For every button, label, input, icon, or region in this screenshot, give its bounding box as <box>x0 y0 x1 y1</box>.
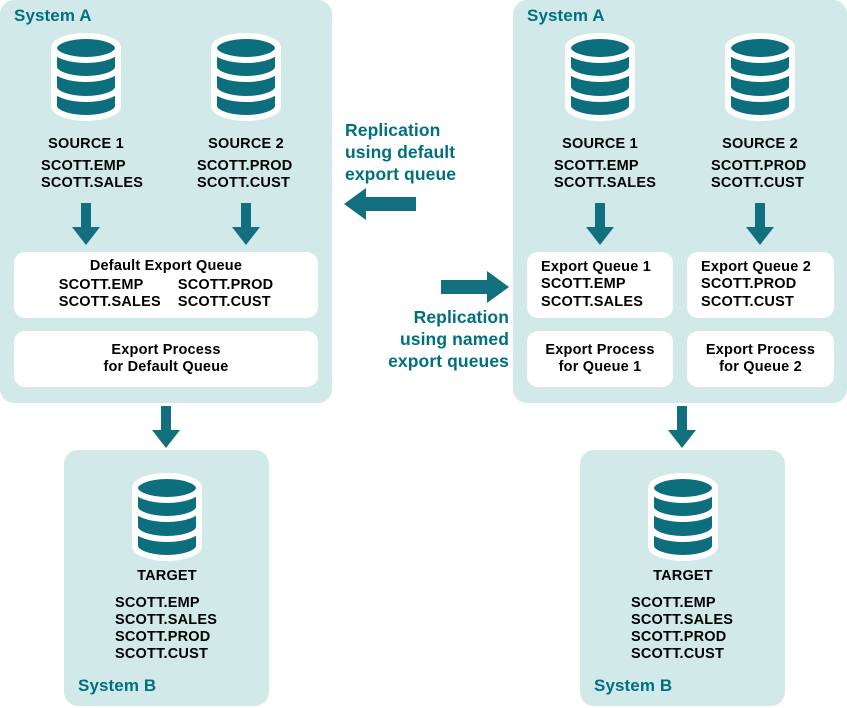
arrow-down-icon <box>152 406 180 448</box>
panel-left-system-a-label: System A <box>14 6 92 25</box>
source-1-tables: SCOTT.EMP SCOTT.SALES <box>41 158 144 191</box>
source-2-title: SOURCE 2 <box>208 136 284 152</box>
export-process-1-title: Export Process for Queue 1 <box>545 341 655 376</box>
export-process-2-title: Export Process for Queue 2 <box>705 341 816 376</box>
source-1-tables: SCOTT.EMP SCOTT.SALES <box>554 158 657 191</box>
export-queue-1-title: Export Queue 1 <box>541 258 651 275</box>
default-export-queue-box: Default Export Queue SCOTT.EMP SCOTT.SAL… <box>14 252 318 318</box>
export-queue-2-tables: SCOTT.PROD SCOTT.CUST <box>701 276 797 310</box>
target-title: TARGET <box>653 568 713 584</box>
arrow-down-icon <box>586 203 614 245</box>
target-tables: SCOTT.EMP SCOTT.SALES SCOTT.PROD SCOTT.C… <box>631 595 734 662</box>
database-cylinder-icon <box>723 31 797 123</box>
database-cylinder-icon <box>563 31 637 123</box>
database-cylinder-icon <box>130 471 204 563</box>
arrow-down-icon <box>668 406 696 448</box>
source-1-title: SOURCE 1 <box>562 136 638 152</box>
export-queue-2-box: Export Queue 2 SCOTT.PROD SCOTT.CUST <box>687 252 834 318</box>
default-export-queue-column-2: SCOTT.PROD SCOTT.CUST <box>177 276 274 311</box>
export-queue-2-title: Export Queue 2 <box>701 258 811 275</box>
arrow-down-icon <box>72 203 100 245</box>
arrow-down-icon <box>746 203 774 245</box>
arrow-down-icon <box>232 203 260 245</box>
export-queue-1-box: Export Queue 1 SCOTT.EMP SCOTT.SALES <box>527 252 673 318</box>
default-export-queue-column-1: SCOTT.EMP SCOTT.SALES <box>58 276 161 311</box>
database-cylinder-icon <box>646 471 720 563</box>
source-2-tables: SCOTT.PROD SCOTT.CUST <box>711 158 807 191</box>
panel-right-system-b-label: System B <box>594 676 673 695</box>
panel-right-system-a-label: System A <box>527 6 605 25</box>
target-title: TARGET <box>137 568 197 584</box>
caption-replication-named-queues: Replication using named export queues <box>388 307 509 371</box>
export-queue-1-tables: SCOTT.EMP SCOTT.SALES <box>541 276 644 310</box>
target-tables: SCOTT.EMP SCOTT.SALES SCOTT.PROD SCOTT.C… <box>115 595 218 662</box>
source-2-tables: SCOTT.PROD SCOTT.CUST <box>197 158 293 191</box>
caption-replication-default-queue: Replication using default export queue <box>345 120 457 184</box>
panel-left-system-b-label: System B <box>78 676 157 695</box>
arrow-right-icon <box>441 271 509 303</box>
default-export-queue-title: Default Export Queue <box>89 258 243 275</box>
arrow-left-icon <box>344 188 416 220</box>
source-1-title: SOURCE 1 <box>48 136 124 152</box>
database-cylinder-icon <box>49 31 123 123</box>
default-export-process-title: Export Process for Default Queue <box>103 341 229 376</box>
database-cylinder-icon <box>209 31 283 123</box>
default-export-queue-columns: SCOTT.EMP SCOTT.SALES SCOTT.PROD SCOTT.C… <box>59 277 274 312</box>
export-process-2-box: Export Process for Queue 2 <box>687 331 834 387</box>
default-export-process-box: Export Process for Default Queue <box>14 331 318 387</box>
source-2-title: SOURCE 2 <box>722 136 798 152</box>
export-process-1-box: Export Process for Queue 1 <box>527 331 673 387</box>
